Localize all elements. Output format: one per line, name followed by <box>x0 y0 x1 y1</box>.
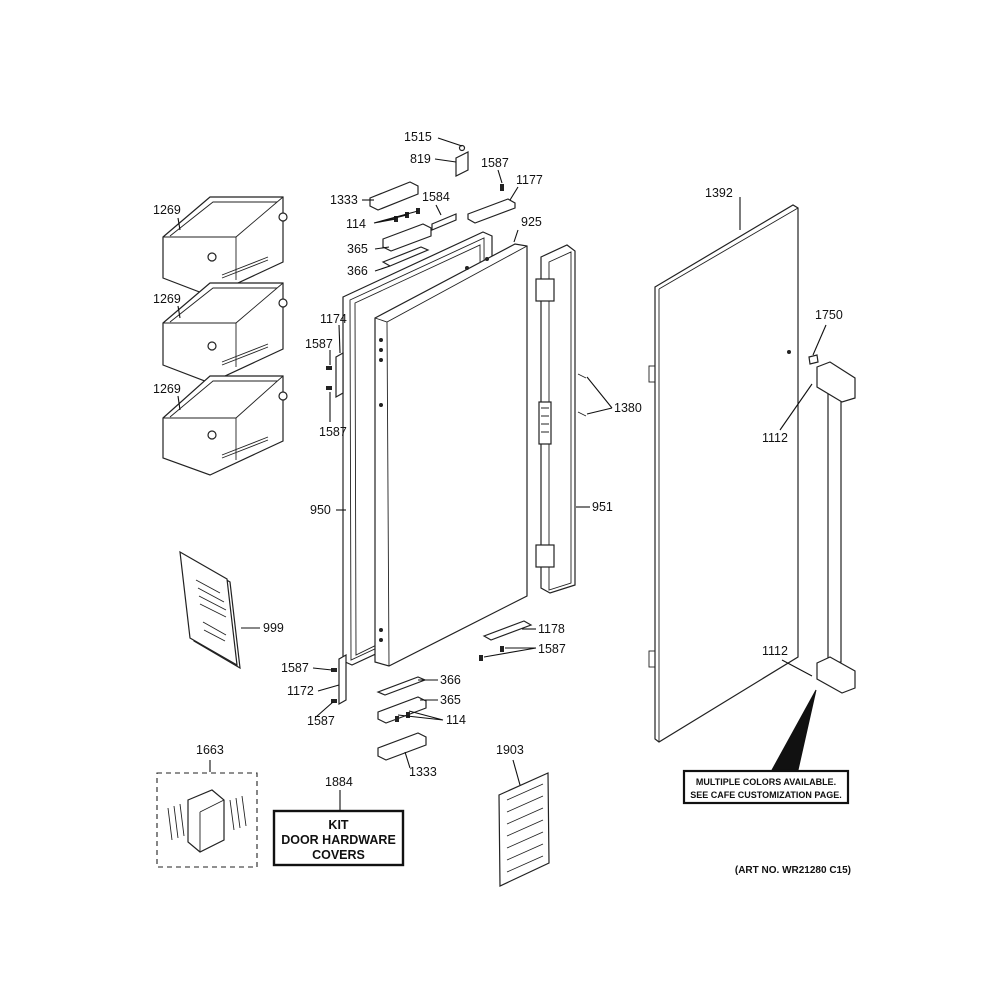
callout-951: 951 <box>592 500 613 514</box>
lower-left-hinge-bracket <box>331 653 347 706</box>
door-bin-3 <box>162 375 288 476</box>
callout-1178: 1178 <box>538 622 565 636</box>
callout-1269-a: 1269 <box>153 203 181 217</box>
callout-1380: 1380 <box>614 401 642 415</box>
callout-1587-top: 1587 <box>481 156 509 170</box>
callout-999: 999 <box>263 621 284 635</box>
callout-365-top: 365 <box>347 242 368 256</box>
callout-1172: 1172 <box>287 684 314 698</box>
callout-labels: 1515 819 1587 1177 1333 1584 114 925 365… <box>153 130 843 789</box>
callout-1903: 1903 <box>496 743 524 757</box>
top-hinge-hardware <box>369 144 516 267</box>
kit-box-line-1: KIT <box>328 818 349 832</box>
kit-box-line-3: COVERS <box>312 848 365 862</box>
callout-1587-bottom-2: 1587 <box>307 714 335 728</box>
callout-114-top: 114 <box>346 217 366 231</box>
callout-1587-bottom-1: 1587 <box>281 661 309 675</box>
door-bin-2 <box>162 282 288 384</box>
callout-114-bottom: 114 <box>446 713 466 727</box>
multiple-colors-note-box: MULTIPLE COLORS AVAILABLE. SEE CAFE CUST… <box>682 769 850 805</box>
callout-1587-left-1: 1587 <box>305 337 333 351</box>
callout-1884: 1884 <box>325 775 353 789</box>
callout-1333-top: 1333 <box>330 193 358 207</box>
art-number: (ART NO. WR21280 C15) <box>735 865 851 876</box>
door-bin-1 <box>162 196 288 297</box>
callout-1112-bottom: 1112 <box>762 644 788 658</box>
kit-box-line-2: DOOR HARDWARE <box>281 833 396 847</box>
owners-manual <box>179 550 241 670</box>
callout-1177: 1177 <box>516 173 543 187</box>
note-line-1: MULTIPLE COLORS AVAILABLE. <box>696 777 836 787</box>
callout-925: 925 <box>521 215 542 229</box>
callout-1663: 1663 <box>196 743 224 757</box>
callout-1174: 1174 <box>320 312 347 326</box>
callout-366-bottom: 366 <box>440 673 461 687</box>
callout-819: 819 <box>410 152 431 166</box>
mounting-kit <box>156 772 258 868</box>
outer-door-panel <box>648 204 799 743</box>
callout-1587-right: 1587 <box>538 642 566 656</box>
callout-1333-bottom: 1333 <box>409 765 437 779</box>
callout-1515: 1515 <box>404 130 432 144</box>
lower-hinge-hardware <box>376 620 533 761</box>
callout-366-top: 366 <box>347 264 368 278</box>
handle-screw <box>808 354 819 365</box>
callout-1112-top: 1112 <box>762 431 788 445</box>
leader-lines <box>177 137 827 810</box>
door-liner-panel <box>374 243 528 667</box>
callout-1269-c: 1269 <box>153 382 181 396</box>
callout-1584: 1584 <box>422 190 450 204</box>
callout-365-bottom: 365 <box>440 693 461 707</box>
upper-left-hinge-bracket <box>326 351 344 399</box>
trim-screws <box>577 373 587 417</box>
hardware-cover-sheet <box>498 772 550 887</box>
kit-door-hardware-covers-box: KIT DOOR HARDWARE COVERS <box>272 809 405 867</box>
door-side-trim <box>535 244 576 594</box>
callout-1392: 1392 <box>705 186 733 200</box>
callout-950: 950 <box>310 503 331 517</box>
door-handle <box>816 361 856 694</box>
callout-1587-left-2: 1587 <box>319 425 347 439</box>
callout-1750: 1750 <box>815 308 843 322</box>
note-line-2: SEE CAFE CUSTOMIZATION PAGE. <box>690 790 842 800</box>
callout-1269-b: 1269 <box>153 292 181 306</box>
